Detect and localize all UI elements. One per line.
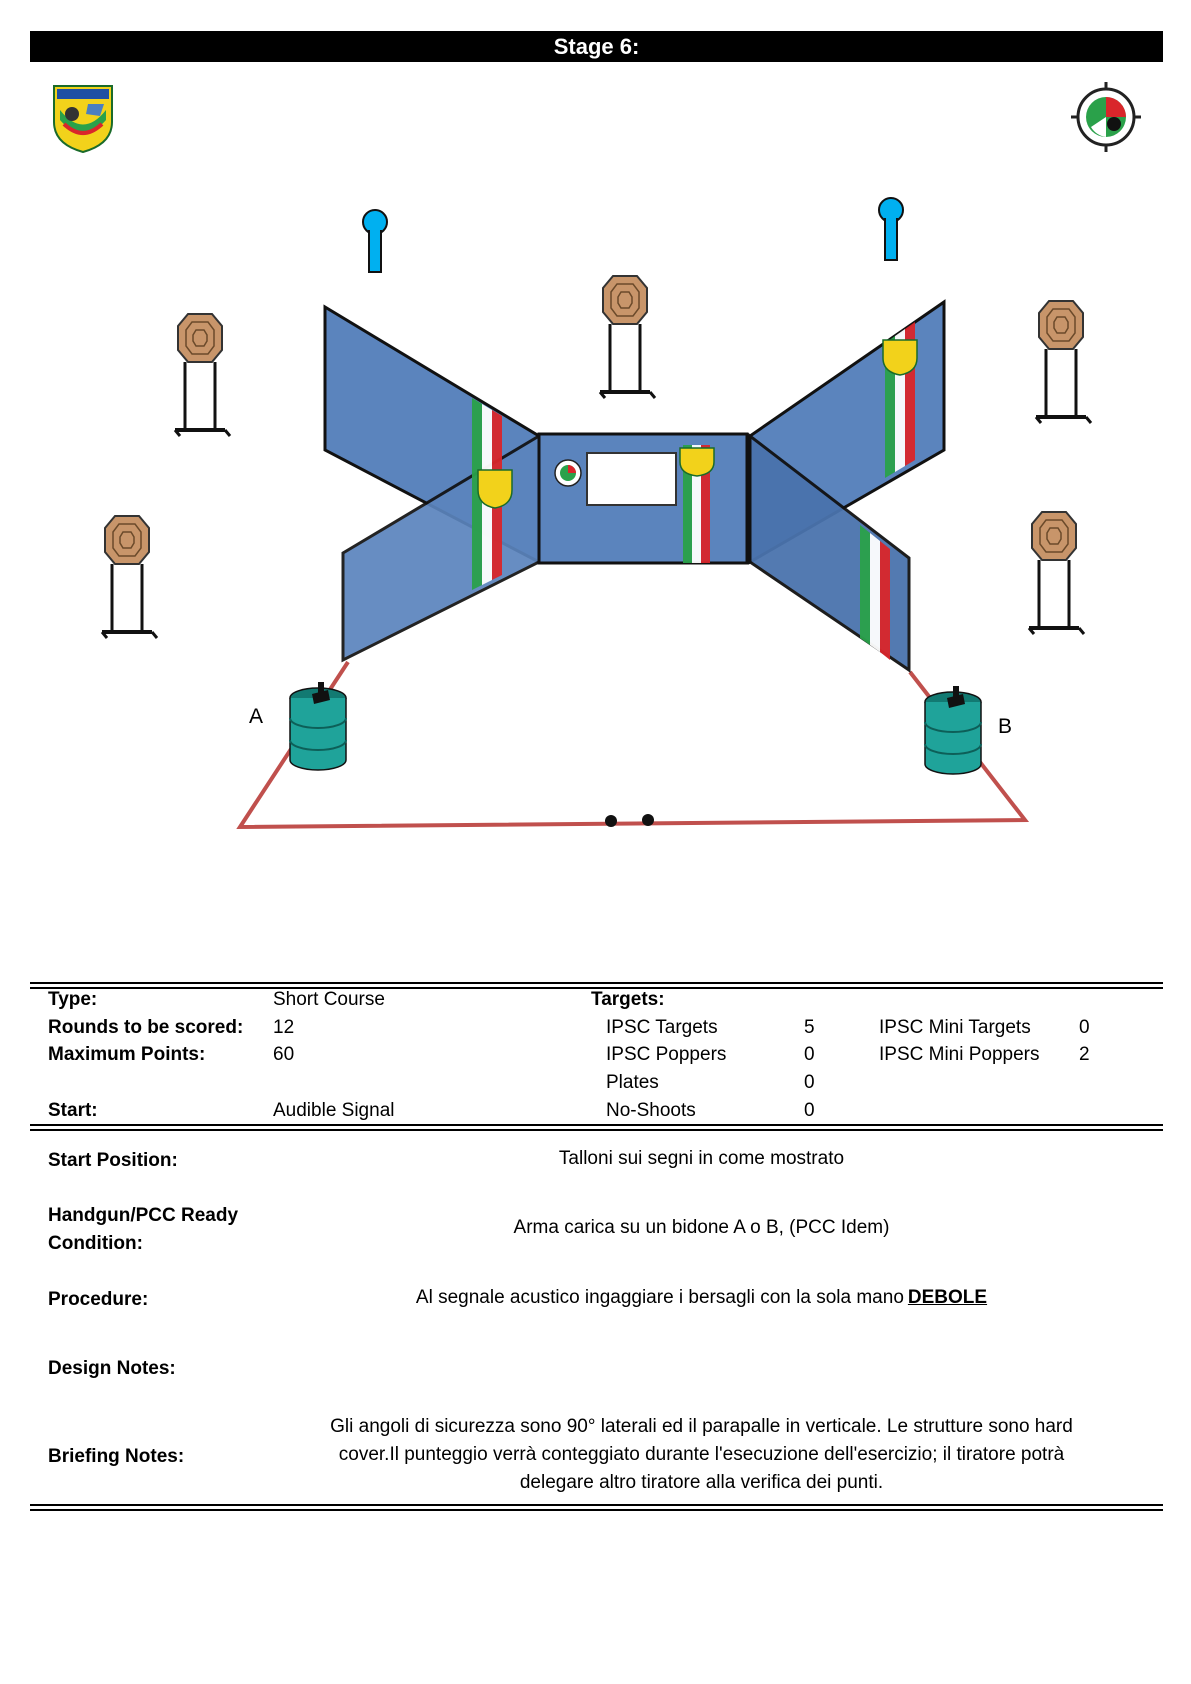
start-position-value: Talloni sui segni in come mostrato [558, 1148, 845, 1169]
target-name: IPSC Poppers [606, 1044, 727, 1065]
briefing-notes-label: Briefing Notes: [48, 1446, 185, 1467]
mini-target-name: IPSC Mini Poppers [879, 1044, 1040, 1065]
target-count: 0 [804, 1044, 815, 1065]
start-value: Audible Signal [273, 1100, 395, 1121]
start-position-label: Start Position: [48, 1150, 178, 1171]
type-value: Short Course [273, 989, 385, 1010]
start-label: Start: [48, 1100, 98, 1121]
stage-title: Stage 6: [30, 31, 1163, 62]
table-bottom-rule [30, 1504, 1163, 1511]
target-name: IPSC Targets [606, 1017, 718, 1038]
procedure-value: Al segnale acustico ingaggiare i bersagl… [290, 1284, 1113, 1312]
briefing-line-1: Gli angoli di sicurezza sono 90° lateral… [330, 1416, 1073, 1437]
table-top-rule [30, 982, 1163, 989]
ready-condition-value: Arma carica su un bidone A o B, (PCC Ide… [513, 1217, 890, 1238]
target-count: 5 [804, 1017, 815, 1038]
fitds-logo [52, 84, 114, 159]
barrel-b-label: B [998, 715, 1013, 738]
mini-target-count: 0 [1079, 1017, 1090, 1038]
max-points-value: 60 [273, 1044, 295, 1065]
club-logo [1071, 82, 1141, 157]
type-label: Type: [48, 989, 98, 1010]
table-mid-rule [30, 1124, 1163, 1131]
ready-condition-label-1: Handgun/PCC Ready [48, 1205, 239, 1226]
target-count: 0 [804, 1072, 815, 1093]
max-points-label: Maximum Points: [48, 1044, 206, 1065]
target-count: 0 [804, 1100, 815, 1121]
rounds-value: 12 [273, 1017, 295, 1038]
barrel-a-label: A [249, 705, 264, 728]
rounds-label: Rounds to be scored: [48, 1017, 244, 1038]
mini-target-name: IPSC Mini Targets [879, 1017, 1031, 1038]
ready-condition-label-2: Condition: [48, 1233, 143, 1254]
briefing-line-2: cover.Il punteggio verrà conteggiato dur… [338, 1444, 1065, 1465]
design-notes-label: Design Notes: [48, 1358, 176, 1379]
procedure-label: Procedure: [48, 1289, 149, 1310]
target-name: Plates [606, 1072, 659, 1093]
procedure-emphasis: DEBOLE [907, 1287, 988, 1308]
stage-diagram [100, 197, 1093, 830]
target-name: No-Shoots [606, 1100, 696, 1121]
targets-label: Targets: [591, 989, 665, 1010]
procedure-text: Al segnale acustico ingaggiare i bersagl… [415, 1287, 904, 1308]
briefing-line-3: delegare altro tiratore alla verifica de… [519, 1472, 884, 1493]
mini-target-count: 2 [1079, 1044, 1090, 1065]
